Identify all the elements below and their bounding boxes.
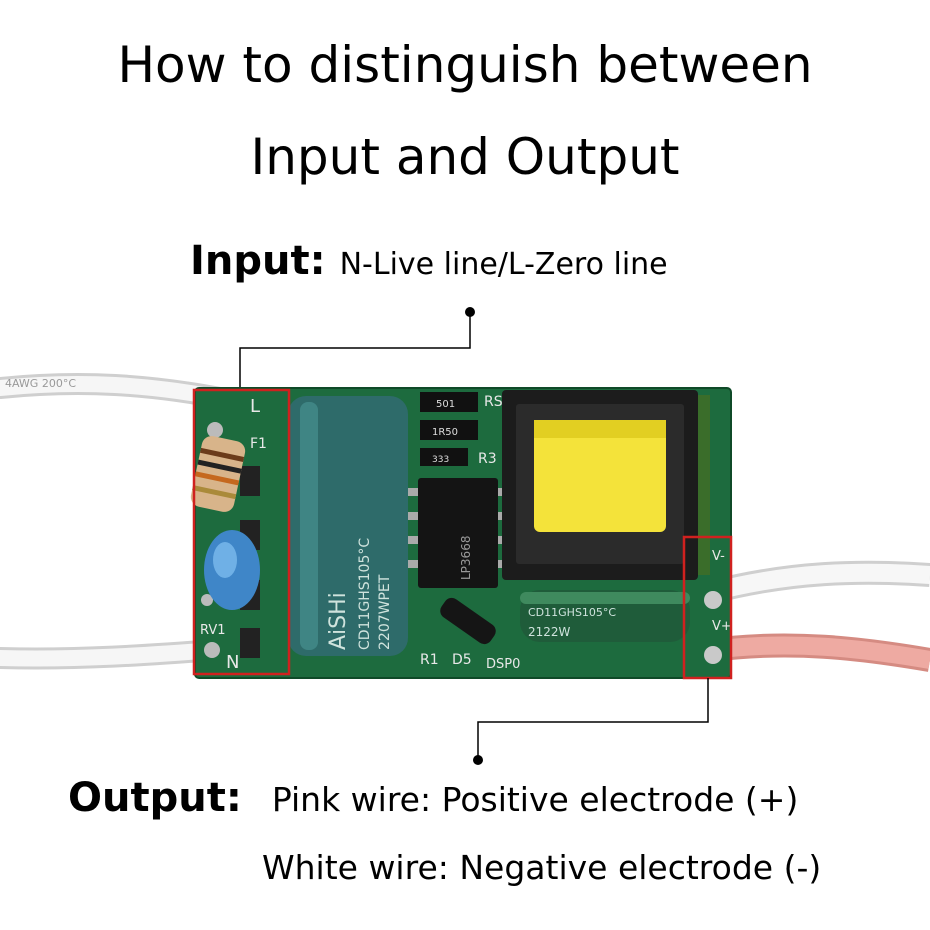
- input-label: Input:: [190, 238, 326, 284]
- cap-brand: AiSHi: [326, 592, 351, 650]
- pin-n-label: N: [226, 652, 239, 673]
- rs-label: RS: [484, 394, 503, 410]
- rv1-label: RV1: [200, 623, 226, 638]
- title-line-2: Input and Output: [250, 128, 680, 186]
- output-label: Output:: [68, 775, 242, 821]
- input-highlight-box: [192, 388, 291, 676]
- d5-label: D5: [452, 652, 472, 668]
- res-a: 501: [436, 399, 455, 410]
- r1-label: R1: [420, 652, 439, 668]
- res-c: 333: [432, 455, 449, 465]
- res-b: 1R50: [432, 427, 458, 438]
- output-positive-text: Pink wire: Positive electrode (+): [271, 780, 799, 819]
- pin-l-label: L: [250, 396, 260, 417]
- small-cap-spec: CD11GHS105°C: [528, 606, 616, 619]
- f1-label: F1: [250, 436, 267, 452]
- input-callout: [239, 307, 475, 390]
- pcb: L N F1 RV1 AiSHi CD11GHS105°C 2207WPET 5…: [190, 387, 732, 679]
- title-line-1: How to distinguish between: [117, 36, 813, 94]
- ic-text: LP3668: [459, 536, 473, 580]
- board-code: DSP0: [486, 657, 520, 672]
- cap-batch: 2207WPET: [377, 574, 393, 650]
- input-value: N-Live line/L-Zero line: [339, 247, 668, 282]
- input-caption: Input: N-Live line/L-Zero line: [190, 238, 668, 284]
- out-minus-label: V-: [712, 549, 725, 564]
- small-cap-batch: 2122W: [528, 625, 571, 639]
- output-negative-text: White wire: Negative electrode (-): [262, 848, 822, 887]
- out-plus-label: V+: [712, 619, 732, 634]
- cap-spec: CD11GHS105°C: [357, 538, 373, 650]
- r3-label: R3: [478, 451, 497, 467]
- output-caption: Output: Pink wire: Positive electrode (+): [68, 775, 798, 821]
- output-callout: [473, 678, 709, 765]
- output-wires: [709, 560, 930, 672]
- wire-marking: 4AWG 200°C: [5, 377, 76, 390]
